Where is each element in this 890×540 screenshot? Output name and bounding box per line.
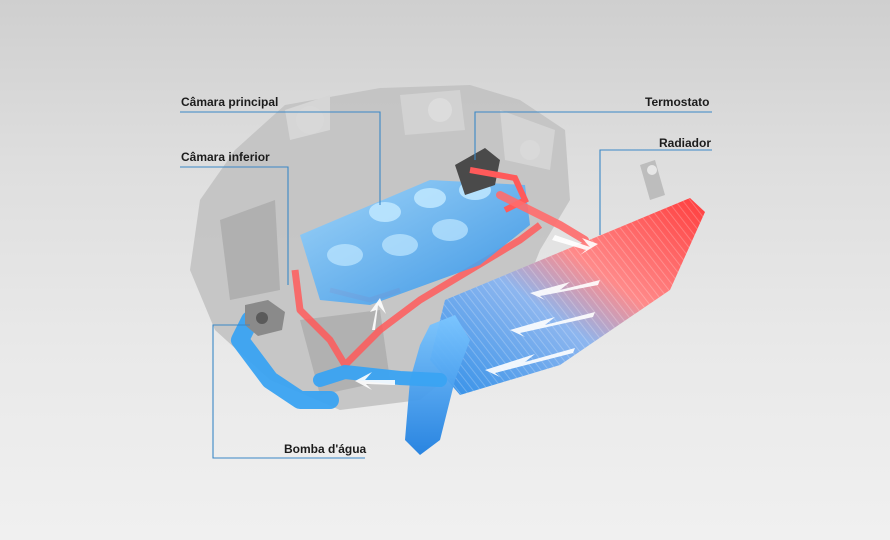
leader-lines (180, 111, 712, 459)
lower-chamber-hot-loop (291, 222, 543, 369)
label-termostato: Termostato (645, 95, 710, 109)
label-radiador: Radiador (659, 136, 712, 150)
hot-coolant-line (496, 191, 589, 244)
label-bomba-agua: Bomba d'água (284, 442, 367, 456)
leader-line-camara-principal (180, 111, 381, 205)
label-camara-principal: Câmara principal (181, 95, 279, 109)
radiator-core (430, 160, 705, 395)
cold-return-line (313, 364, 447, 387)
water-pump (231, 300, 339, 409)
leader-line-camara-inferior (180, 166, 289, 285)
label-camara-inferior: Câmara inferior (181, 150, 270, 164)
leader-line-termostato (474, 111, 712, 160)
leader-line-bomba-agua (212, 324, 365, 459)
main-chamber (300, 180, 530, 305)
leader-line-radiador (599, 149, 712, 235)
flow-arrows (355, 235, 600, 390)
